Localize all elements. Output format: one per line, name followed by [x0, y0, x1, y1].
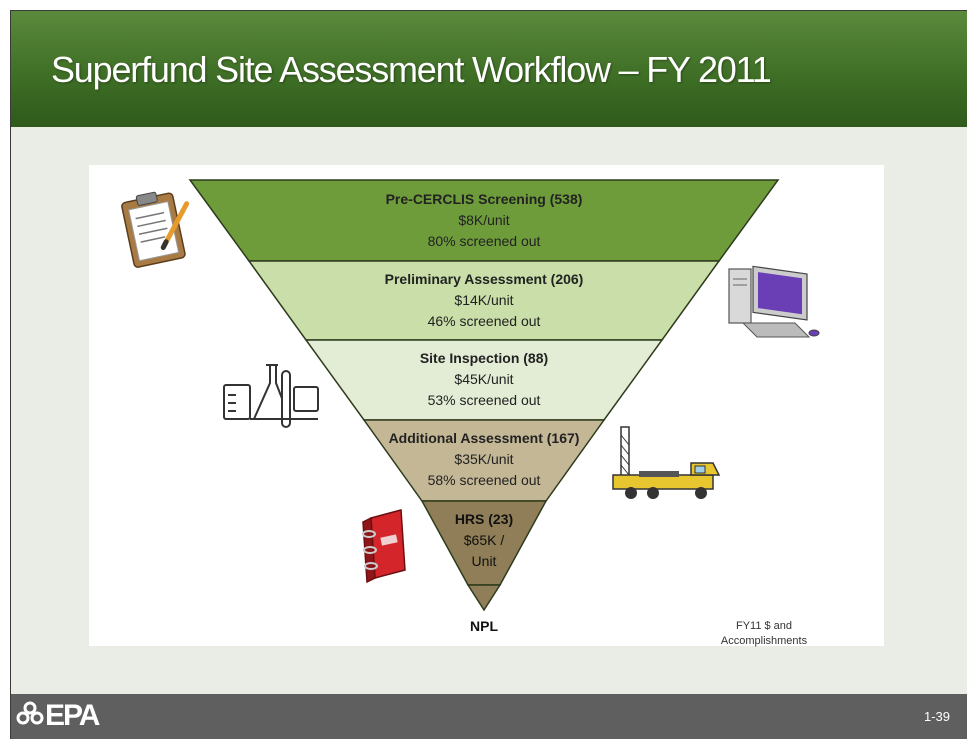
tier-3-cost: $45K/unit	[454, 371, 513, 387]
binder-book-icon	[362, 509, 406, 584]
drill-rig-truck-icon	[612, 426, 721, 499]
lab-glassware-icon	[223, 364, 319, 428]
tier-5-cost: $65K /	[464, 532, 505, 548]
npl-label: NPL	[470, 618, 498, 634]
footnote: FY11 $ and Accomplishments	[709, 619, 819, 649]
tier-2-name: Preliminary Assessment (206)	[385, 271, 584, 287]
slide: Superfund Site Assessment Workflow – FY …	[10, 10, 967, 739]
epa-logo: EPA	[15, 699, 100, 733]
footnote-line-2: Accomplishments	[720, 635, 808, 647]
tier-3-screened: 53% screened out	[428, 392, 541, 408]
clipboard-icon	[121, 191, 190, 268]
epa-flower-icon	[16, 701, 44, 725]
tier-1-name: Pre-CERCLIS Screening (538)	[386, 191, 583, 207]
tier-1-cost: $8K/unit	[458, 212, 509, 228]
tier-5-screened: Unit	[472, 553, 497, 569]
tier-4-cost: $35K/unit	[454, 451, 513, 467]
tier-2-screened: 46% screened out	[428, 313, 541, 329]
title-bar: Superfund Site Assessment Workflow – FY …	[11, 11, 967, 127]
page-number: 1-39	[923, 709, 950, 724]
slide-title: Superfund Site Assessment Workflow – FY …	[51, 49, 772, 90]
funnel-tip	[466, 584, 502, 612]
tier-4-name: Additional Assessment (167)	[389, 430, 580, 446]
tier-2-cost: $14K/unit	[454, 292, 513, 308]
computer-icon	[728, 265, 820, 338]
tier-4-screened: 58% screened out	[428, 472, 541, 488]
funnel-diagram: Pre-CERCLIS Screening (538) $8K/unit 80%…	[121, 179, 820, 634]
tier-5-name: HRS (23)	[455, 511, 513, 527]
diagram-panel: Pre-CERCLIS Screening (538) $8K/unit 80%…	[89, 165, 884, 649]
epa-logo-text: EPA	[45, 699, 100, 732]
tier-3-name: Site Inspection (88)	[420, 350, 548, 366]
tier-1-screened: 80% screened out	[428, 233, 541, 249]
footnote-line-1: FY11 $ and	[735, 620, 793, 632]
footer-bar: EPA 1-39	[11, 694, 967, 739]
